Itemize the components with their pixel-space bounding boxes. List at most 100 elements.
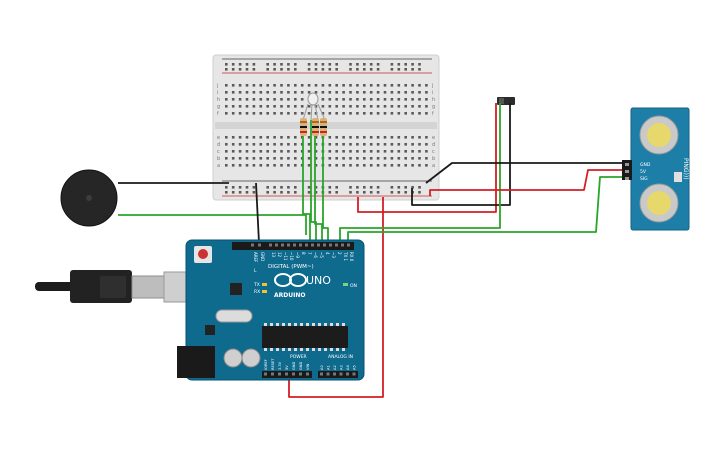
digital-pin-label: ~3: [331, 252, 336, 258]
capacitor-1: [223, 348, 243, 368]
digital-pin-label: ~10: [289, 252, 294, 261]
digital-pin-label: 2: [337, 252, 342, 255]
power-pin-label: RESET: [271, 358, 275, 370]
row-letter: a: [432, 163, 435, 169]
row-letter: e: [217, 135, 220, 141]
l-label: L: [254, 268, 257, 274]
uno-text: UNO: [306, 274, 331, 287]
wire-gnd-arduino: [255, 182, 260, 244]
digital-pin-label: 7: [307, 252, 312, 255]
sensor-crystal: [674, 172, 682, 182]
digital-pin-label: 4: [325, 252, 330, 255]
header-pin-label: AREF: [253, 252, 258, 263]
wire-led-3: [322, 136, 329, 243]
resistor-2[interactable]: [312, 118, 319, 136]
row-letter: f: [217, 111, 219, 117]
rx-label: RX: [254, 289, 260, 295]
wire-sensor-sig: [347, 176, 627, 243]
row-letter: b: [432, 156, 435, 162]
power-jack: [177, 346, 215, 378]
arduino-brand: ARDUINO: [274, 292, 305, 299]
digital-pin-label: RX 0: [349, 252, 354, 262]
buzzer-plus-label: +: [102, 212, 110, 222]
tx-led: [262, 283, 267, 286]
buzzer-minus-label: -: [103, 179, 106, 189]
digital-label: DIGITAL (PWM~): [268, 264, 314, 270]
row-letter: h: [432, 97, 435, 103]
piezo-buzzer[interactable]: - +: [60, 169, 118, 227]
wire-tilt-gnd: [411, 103, 511, 206]
capacitor-2: [241, 348, 261, 368]
usb-cable: [35, 270, 213, 303]
row-letter: i: [432, 90, 433, 96]
arduino-logo: UNO ARDUINO: [274, 273, 331, 299]
row-letter: g: [432, 104, 435, 110]
digital-pin-label: 13: [271, 252, 276, 258]
wire-led-1: [302, 136, 311, 243]
analog-pin-label: A4: [346, 365, 350, 370]
row-letter: b: [217, 156, 220, 162]
crystal: [215, 309, 253, 323]
on-label: ON: [350, 283, 357, 289]
analog-pin-label: A0: [320, 365, 324, 370]
power-pin-label: 3.3V: [278, 361, 282, 370]
digital-pin-label: 12: [277, 252, 282, 258]
row-letter: e: [432, 135, 435, 141]
row-letter: d: [217, 142, 220, 148]
row-letter: i: [217, 90, 218, 96]
resistor-3[interactable]: [320, 118, 327, 136]
wire-5v: [288, 197, 384, 398]
row-letter: j: [216, 83, 218, 89]
wire-led-2: [314, 136, 323, 243]
row-letter: c: [217, 149, 220, 155]
row-letter: g: [217, 104, 220, 110]
analog-pin-label: A1: [327, 365, 331, 370]
digital-pin-label: ~6: [313, 252, 318, 258]
wire-buzzer-positive: [118, 214, 307, 235]
on-led: [343, 283, 348, 286]
power-pin-label: 5V: [285, 365, 289, 370]
wire-sensor-5v: [429, 169, 627, 196]
usb-chip: [230, 283, 242, 295]
tx-label: TX: [253, 282, 260, 288]
analog-pin-label: A3: [340, 365, 344, 370]
digital-pin-label: ~9: [295, 252, 300, 258]
power-pin-label: VIN: [306, 363, 310, 370]
row-letter: d: [432, 142, 435, 148]
analog-label: ANALOG IN: [328, 354, 353, 360]
wires: [118, 103, 627, 398]
sensor-pin-label: 5V: [640, 169, 647, 175]
wire-tilt-power: [357, 103, 497, 213]
digital-pin-label: ~5: [319, 252, 324, 258]
sensor-pin-label: GND: [640, 162, 651, 168]
digital-pin-label: 8: [301, 252, 306, 255]
analog-pin-label: A2: [333, 365, 337, 370]
wire-sensor-gnd: [425, 162, 627, 184]
wire-led-common: [310, 120, 317, 243]
power-label: POWER: [290, 354, 307, 360]
analog-pin-label: A5: [353, 365, 357, 370]
row-letter: a: [217, 163, 220, 169]
rgb-led[interactable]: [302, 92, 326, 121]
sensor-name: PING))): [682, 158, 689, 180]
regulator-chip: [205, 325, 215, 335]
wire-tilt-signal: [339, 103, 501, 243]
sensor-pin-label: SIG: [640, 176, 648, 182]
resistor-1[interactable]: [300, 118, 307, 136]
power-pin-label: GND: [292, 362, 296, 370]
digital-pin-label: ~11: [283, 252, 288, 261]
power-pin-label: GND: [299, 362, 303, 370]
power-pin-label: IOREF: [264, 359, 268, 370]
header-pin-label: GND: [260, 252, 265, 261]
atmega-chip: [262, 326, 348, 348]
row-letter: h: [217, 97, 220, 103]
rx-led: [262, 290, 267, 293]
row-letter: j: [431, 83, 433, 89]
